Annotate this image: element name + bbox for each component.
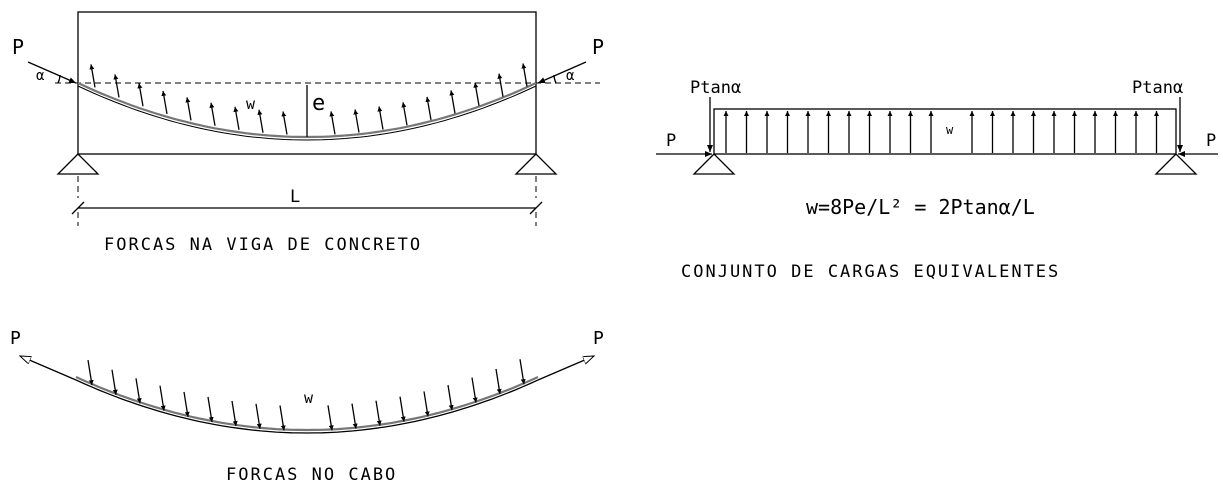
- cable-diagram: P P w FORCAS NO CABO: [10, 328, 604, 485]
- load-arrow: [231, 400, 238, 427]
- equivalent-load-label: w: [946, 123, 954, 137]
- eccentricity-label: e: [312, 91, 325, 116]
- horizontal-force-label-right: P: [1206, 131, 1216, 151]
- load-arrow: [449, 90, 456, 114]
- load-arrow: [327, 405, 334, 431]
- angle-arc-left: [57, 74, 61, 84]
- load-arrow: [471, 377, 478, 403]
- force-arrow-right: [537, 61, 587, 84]
- load-arrow: [425, 96, 432, 121]
- force-label-left: P: [12, 35, 24, 59]
- load-arrow: [113, 74, 120, 98]
- load-label: w: [246, 95, 256, 113]
- load-arrow: [135, 378, 142, 404]
- load-arrow: [87, 359, 94, 386]
- force-arrow-left: [27, 61, 77, 84]
- eq-support-right: [1154, 153, 1198, 175]
- beam-diagram: P P α α e w L FORCAS NA VIGA DE CONCRETO: [12, 11, 604, 255]
- load-arrow: [281, 111, 288, 135]
- load-arrow: [497, 73, 504, 97]
- load-arrow: [521, 63, 528, 87]
- angle-label-left: α: [36, 68, 45, 84]
- eq-support-left: [692, 153, 736, 175]
- load-arrow: [495, 368, 502, 395]
- vertical-force-label-left: Ptanα: [690, 78, 741, 98]
- load-arrow: [185, 97, 192, 121]
- load-arrow: [375, 400, 382, 426]
- cable-load-label: w: [304, 389, 314, 407]
- support-left: [56, 153, 100, 198]
- cable-force-label-left: P: [10, 328, 21, 349]
- load-arrow: [111, 369, 118, 395]
- upward-load-arrows: [89, 63, 528, 135]
- cable-profile: [75, 375, 539, 434]
- load-arrow: [353, 109, 360, 133]
- load-arrow: [159, 385, 166, 411]
- angle-arc-right: [553, 74, 557, 84]
- load-arrow: [233, 106, 240, 130]
- support-right: [514, 153, 558, 198]
- cable-load-arrows: [87, 359, 526, 431]
- cable-caption: FORCAS NO CABO: [226, 465, 397, 485]
- load-arrow: [257, 109, 264, 133]
- load-arrow: [209, 102, 216, 126]
- cable-force-label-right: P: [593, 328, 604, 349]
- equivalent-beam: [713, 108, 1177, 155]
- load-arrow: [183, 391, 190, 418]
- load-arrow: [377, 106, 384, 130]
- load-arrow: [399, 396, 406, 422]
- load-arrow: [279, 405, 286, 431]
- angle-label-right: α: [566, 68, 575, 84]
- vertical-force-label-right: Ptanα: [1132, 78, 1183, 98]
- load-arrow: [519, 359, 526, 385]
- load-arrow: [351, 403, 358, 429]
- equivalent-loads-caption: CONJUNTO DE CARGAS EQUIVALENTES: [681, 262, 1060, 282]
- force-label-right: P: [592, 35, 604, 59]
- equivalent-load-arrows: [723, 111, 1159, 153]
- load-arrow: [447, 385, 454, 411]
- load-arrow: [329, 111, 336, 135]
- load-arrow: [423, 391, 430, 417]
- load-arrow: [161, 90, 168, 115]
- span-label: L: [290, 187, 300, 207]
- load-arrow: [255, 403, 262, 429]
- load-arrow: [473, 82, 480, 106]
- load-arrow: [137, 83, 144, 107]
- equivalent-load-formula: w=8Pe/L² = 2Ptanα/L: [806, 195, 1035, 219]
- load-arrow: [401, 102, 408, 126]
- equivalent-loads-diagram: Ptanα Ptanα P P w w=8Pe/L² = 2Ptanα/L CO…: [656, 78, 1218, 282]
- beam-caption: FORCAS NA VIGA DE CONCRETO: [104, 235, 422, 255]
- horizontal-force-label-left: P: [666, 131, 676, 151]
- load-arrow: [207, 396, 214, 423]
- load-arrow: [89, 64, 96, 88]
- cable-force-arrow-right: [537, 355, 594, 381]
- cable-force-arrow-left: [20, 355, 77, 381]
